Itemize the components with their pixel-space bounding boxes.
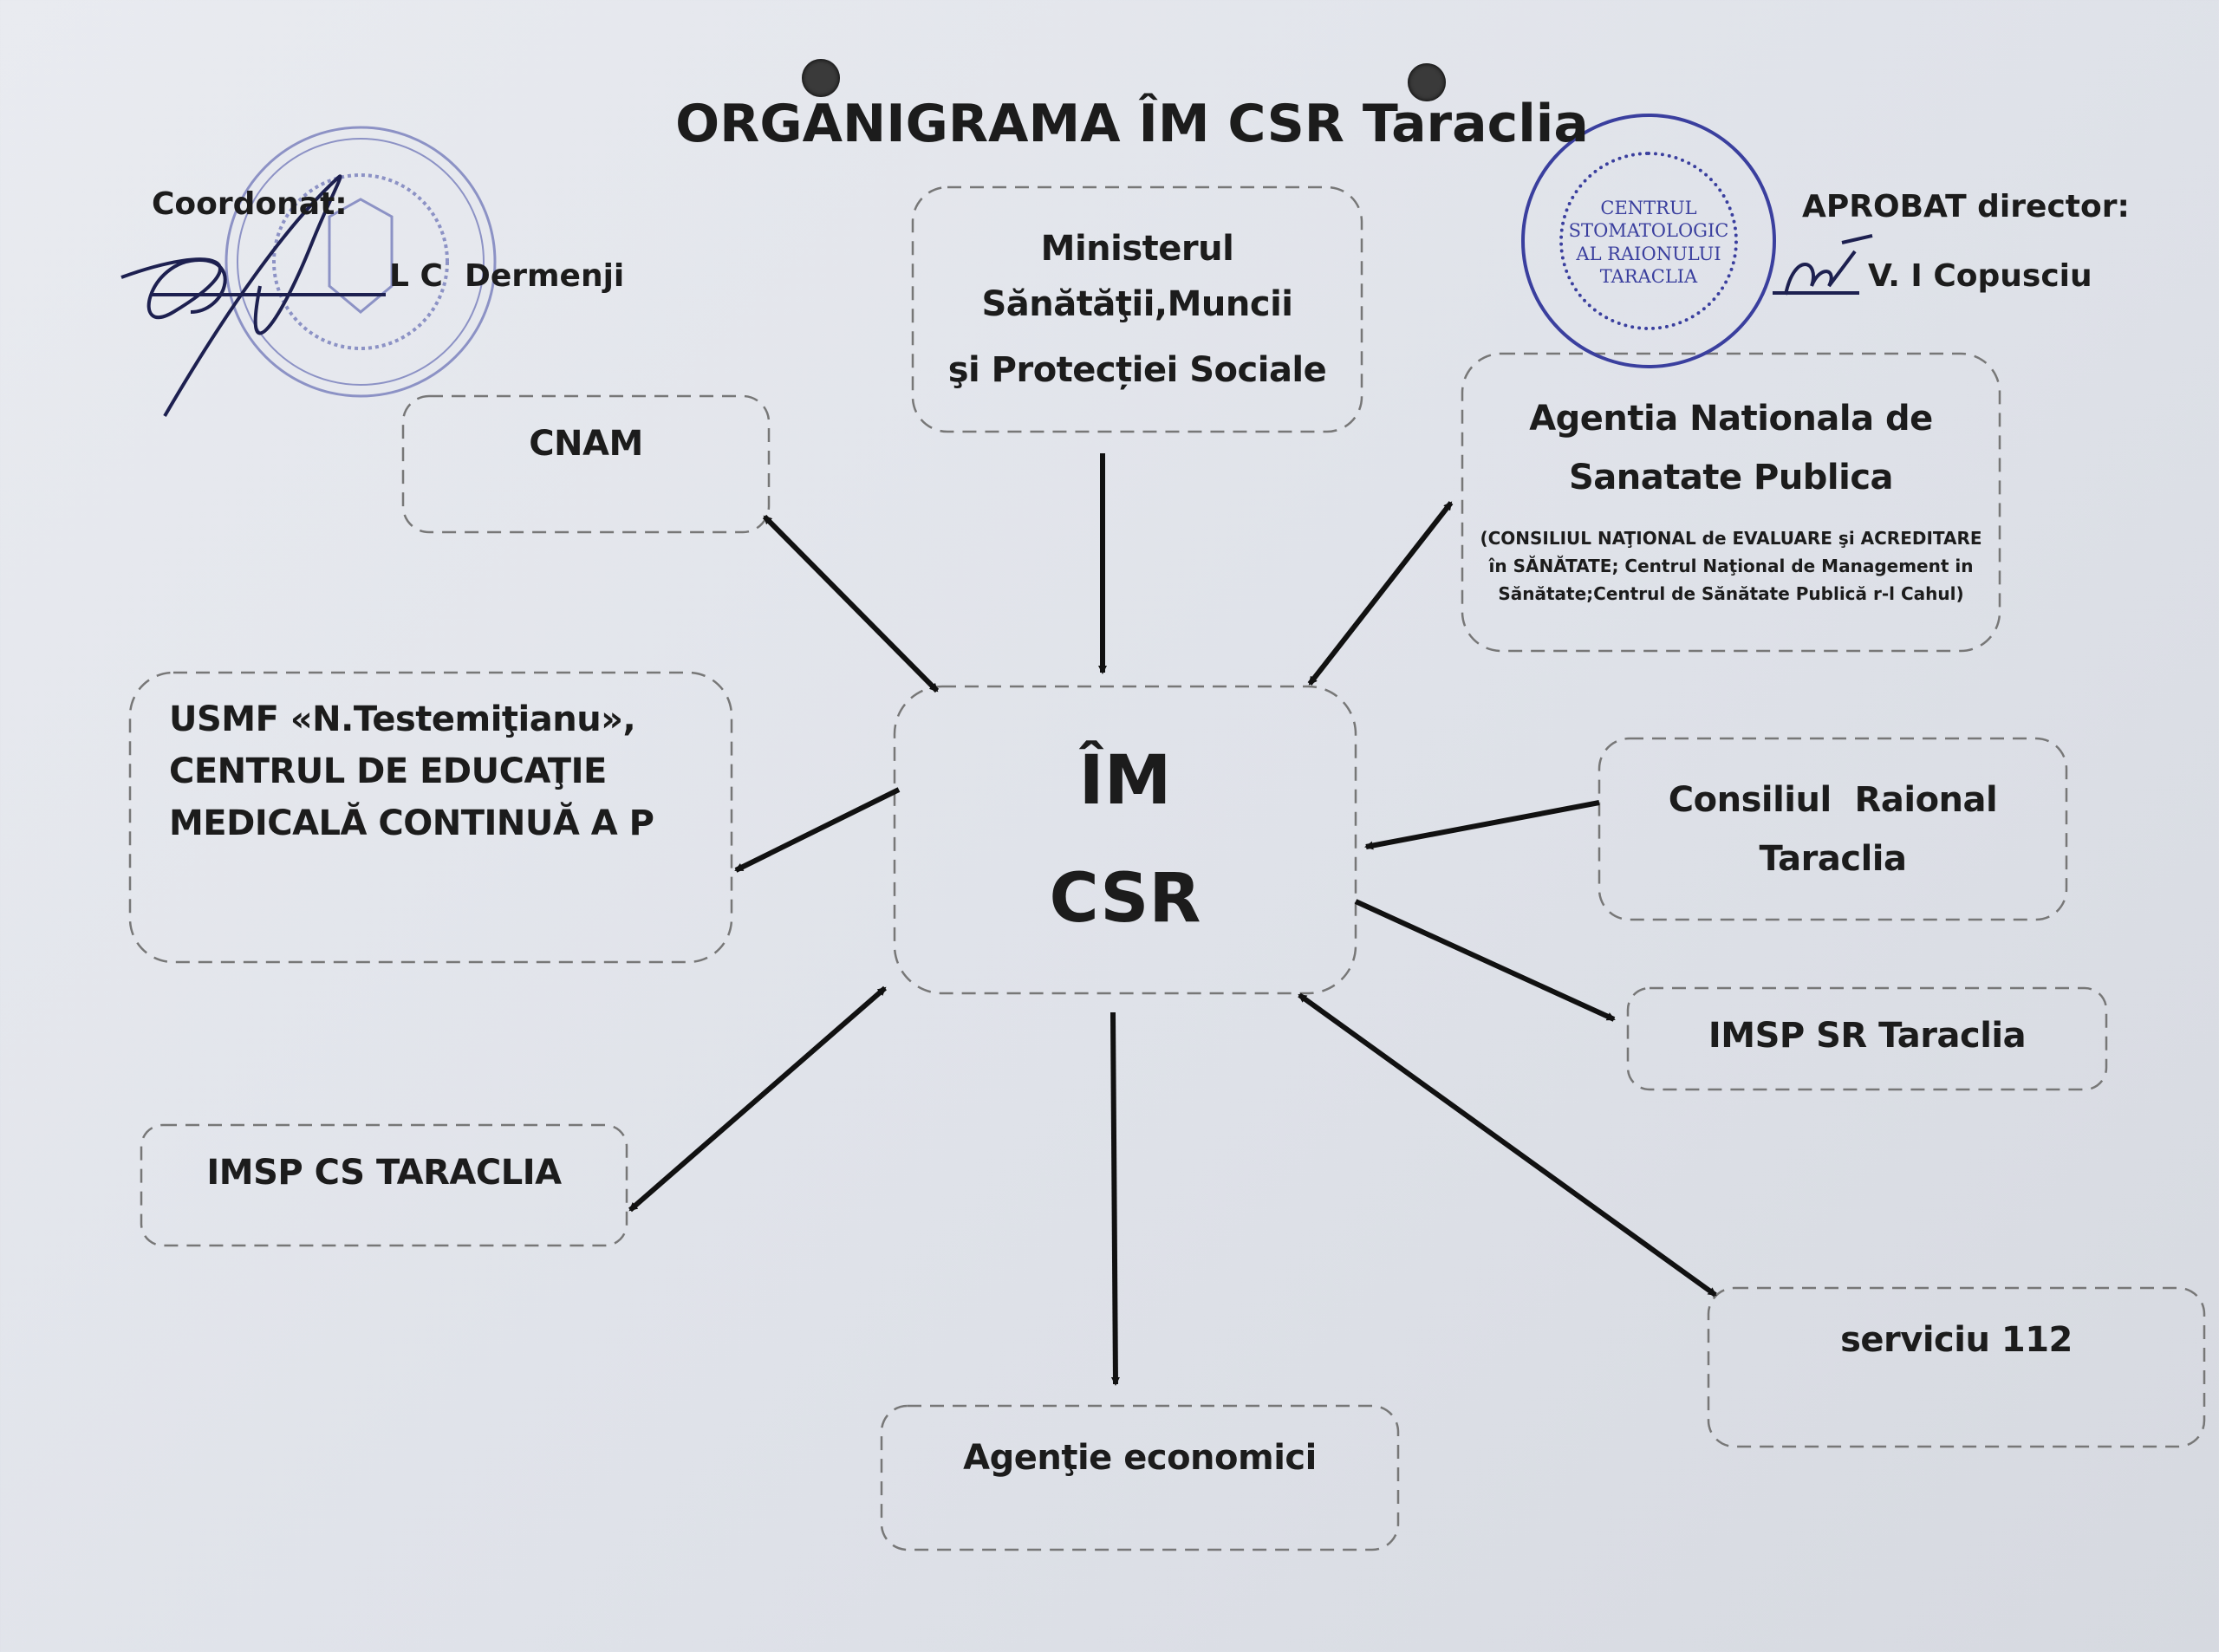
punch-hole [802, 59, 840, 97]
box-text: MEDICALĂ CONTINUĂ A P [169, 803, 654, 843]
detail-line: (CONSILIUL NAŢIONAL de EVALUARE şi ACRED… [1480, 528, 1982, 549]
box-text: Ministerul [1040, 229, 1234, 269]
box-serviciu: serviciu 112 [1708, 1288, 2204, 1392]
arrow-center-serviciu [1298, 992, 1717, 1298]
box-text: Sănătăţii,Muncii [981, 284, 1293, 324]
box-details: (CONSILIUL NAŢIONAL de EVALUARE şi ACRED… [1480, 524, 1981, 608]
box-ministerul: Ministerul Sănătăţii,Muncii şi Protecție… [913, 187, 1362, 432]
stamp-right-line: CENTRUL [1600, 198, 1697, 218]
box-ministerul-border [911, 185, 1363, 433]
arrow-consiliul-to-center [1364, 800, 1600, 850]
center-text: CSR [1049, 860, 1201, 938]
box-imsp-cs: IMSP CS TARACLIA [141, 1125, 627, 1220]
box-agentie-ec: Agenţie economici [882, 1406, 1398, 1510]
box-cnam: CNAM [403, 396, 769, 491]
stamp-right-line: STOMATOLOGIC [1568, 220, 1729, 242]
arrow-agentia-center [1307, 501, 1454, 686]
box-text: serviciu 112 [1840, 1320, 2073, 1360]
page-title: ORGANIGRAMA ÎM CSR Taraclia [675, 94, 1589, 154]
stamp-right: CENTRUL STOMATOLOGIC AL RAIONULUI TARACL… [1521, 114, 1776, 368]
box-text: IMSP CS TARACLIA [206, 1153, 562, 1193]
box-text: Consiliul Raional [1668, 779, 1998, 820]
center-text: ÎM [1078, 742, 1172, 820]
box-text: Agenţie economici [963, 1438, 1317, 1478]
detail-line: în SĂNĂTATE; Centrul Naţional de Managem… [1488, 556, 1974, 576]
box-imsp-sr: IMSP SR Taraclia [1628, 988, 2106, 1083]
box-text: CNAM [529, 424, 643, 464]
box-imsp-sr-border [1626, 986, 2108, 1091]
box-text: Agentia Nationala de [1529, 399, 1933, 439]
box-center: ÎM CSR [895, 686, 1356, 993]
arrow-center-to-agentie-ec [1110, 1011, 1120, 1386]
box-text: şi Protecției Sociale [947, 350, 1327, 390]
box-agentia: Agentia Nationala de Sanatate Publica (C… [1462, 364, 2000, 633]
arrow-center-to-usmf [734, 787, 901, 873]
box-text: USMF «N.Testemiţianu», [169, 699, 636, 739]
box-text: Sanatate Publica [1568, 458, 1894, 498]
coordination-label: Coordonat: [152, 186, 348, 222]
approval-name: V. I Copusciu [1868, 258, 2092, 294]
arrow-cnam-center [762, 514, 940, 693]
box-consiliul-border [1598, 737, 2068, 921]
box-text: CENTRUL DE EDUCAŢIE [169, 751, 607, 791]
stamp-right-line: AL RAIONULUI [1576, 243, 1721, 264]
box-cnam-border [401, 394, 771, 534]
box-center-border [893, 685, 1357, 995]
box-agentie-ec-border [880, 1404, 1400, 1551]
box-usmf: USMF «N.Testemiţianu», CENTRUL DE EDUCAŢ… [169, 693, 706, 849]
punch-hole [1408, 63, 1446, 101]
arrow-center-to-imsp-sr [1354, 899, 1616, 1022]
box-text: Taraclia [1759, 838, 1907, 879]
approval-label: APROBAT director: [1802, 189, 2130, 224]
arrow-center-imsp-cs [628, 985, 887, 1213]
box-agentia-border [1461, 352, 2001, 653]
detail-line: Sănătate;Centrul de Sănătate Publică r-l… [1498, 583, 1964, 604]
coordination-name: L C Dermenji [389, 258, 625, 294]
box-consiliul: Consiliul Raional Taraclia [1599, 738, 2066, 920]
stamp-right-line: TARACLIA [1599, 265, 1698, 287]
box-usmf-border [128, 671, 733, 964]
box-text: IMSP SR Taraclia [1708, 1016, 2027, 1056]
